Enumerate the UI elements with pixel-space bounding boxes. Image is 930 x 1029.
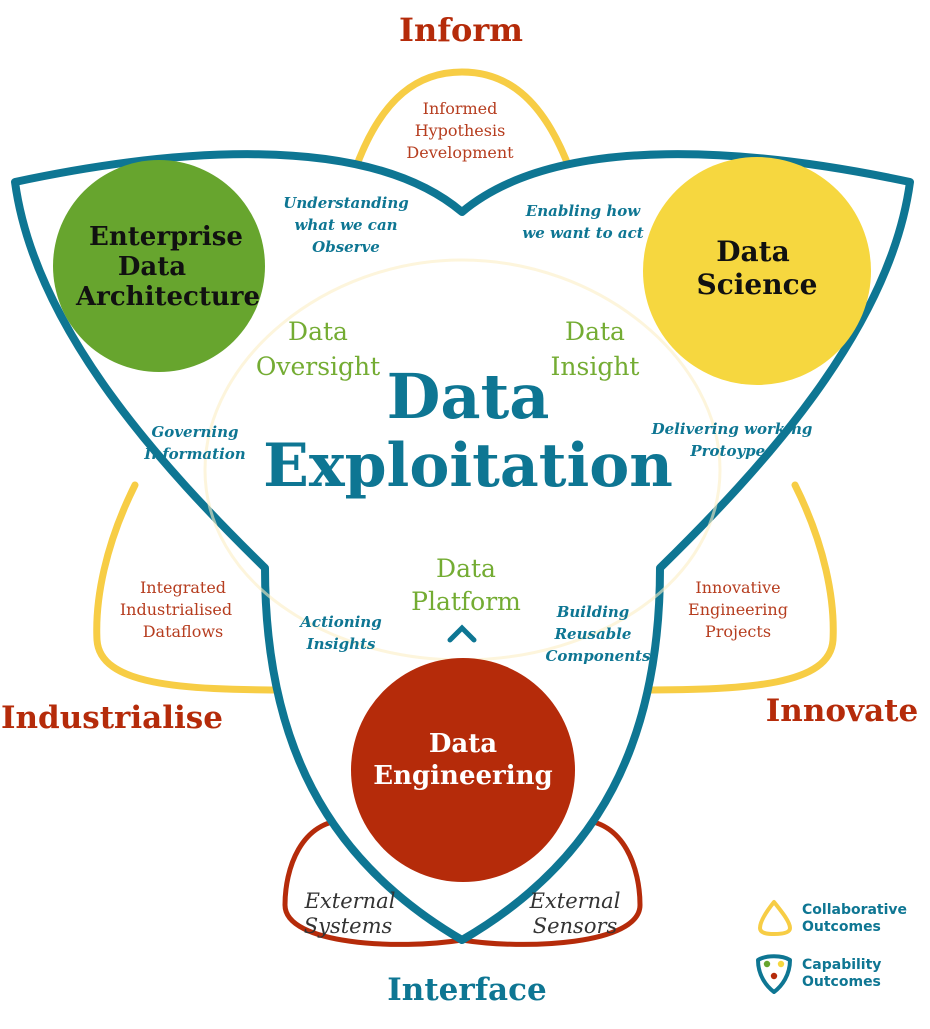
industrialise-lobe	[93, 481, 294, 694]
actioning-line2: Insights	[306, 635, 376, 653]
ds-label: Data Science	[697, 235, 818, 301]
external-systems-line2: Systems	[304, 914, 393, 938]
building-line3: Components	[545, 647, 651, 665]
outcome-labels: Informed Hypothesis Development Integrat…	[120, 99, 788, 641]
legend: Collaborative Outcomes Capability Outcom…	[756, 900, 907, 994]
discipline-labels: Data Oversight Data Insight Data Platfor…	[256, 317, 640, 616]
external-sensors-line1: External	[529, 889, 621, 913]
capability-icon-dot-red	[770, 972, 778, 980]
inform-outcome-line3: Development	[406, 143, 514, 162]
interface-labels: External Systems External Sensors	[304, 889, 621, 938]
capability-icon-dot-yellow	[777, 960, 785, 968]
legend-capability-line1: Capability	[802, 957, 881, 973]
platform-line1: Data	[436, 554, 496, 583]
center-title: Data Exploitation	[263, 360, 673, 501]
oversight-line1: Data	[288, 317, 348, 346]
understanding-line1: Understanding	[283, 194, 409, 212]
inform-heading: Inform	[399, 11, 523, 49]
understanding-line2: what we can	[294, 216, 397, 234]
innovate-outcome-line2: Engineering	[688, 600, 788, 619]
center-title-line1: Data	[387, 360, 550, 433]
external-systems-line1: External	[304, 889, 396, 913]
capability-icon-dot-green	[763, 960, 771, 968]
center-title-line2: Exploitation	[263, 431, 673, 501]
interface-heading: Interface	[387, 972, 546, 1008]
understanding-line3: Observe	[312, 238, 380, 256]
outcome-headings: Inform Industrialise Innovate Interface	[1, 11, 918, 1008]
industrialise-outcome-line2: Industrialised	[120, 600, 232, 619]
de-label-line1: Data	[429, 729, 497, 759]
ds-label-line2: Science	[697, 268, 818, 301]
building-line2: Reusable	[554, 625, 632, 643]
delivering-line2: Protoypes	[689, 442, 774, 460]
insight-line1: Data	[565, 317, 625, 346]
innovate-lobe	[636, 481, 837, 694]
enterprise-data-architecture-circle	[53, 160, 265, 372]
bottom-notch	[447, 624, 477, 643]
insight-line2: Insight	[551, 352, 640, 381]
eda-label: Enterprise Data Architecture	[75, 222, 260, 312]
inform-lobe	[351, 68, 574, 174]
oversight-line2: Oversight	[256, 352, 380, 381]
enabling-line2: we want to act	[522, 224, 643, 242]
legend-collaborative-line1: Collaborative	[802, 902, 907, 918]
actioning-line1: Actioning	[298, 613, 381, 631]
activity-labels: Understanding what we can Observe Enabli…	[143, 194, 812, 665]
delivering-line1: Delivering working	[651, 420, 813, 438]
enabling-line1: Enabling how	[525, 202, 641, 220]
building-line1: Building	[556, 603, 630, 621]
legend-capability-line2: Outcomes	[802, 974, 881, 990]
data-engineering-circle	[351, 658, 575, 882]
industrialise-outcome-line3: Dataflows	[143, 622, 224, 641]
industrialise-outcome-line1: Integrated	[140, 578, 226, 597]
external-sensors-line2: Sensors	[533, 914, 618, 938]
inform-outcome-line1: Informed	[423, 99, 498, 118]
eda-label-line1: Enterprise	[89, 222, 243, 252]
ds-label-line1: Data	[716, 235, 790, 268]
eda-label-line2: Data	[118, 252, 186, 282]
de-label-line2: Engineering	[373, 761, 552, 791]
governing-line2: Information	[143, 445, 245, 463]
collaborative-outcomes-icon	[758, 900, 792, 936]
data-science-circle	[643, 157, 871, 385]
inform-outcome-line2: Hypothesis	[415, 121, 506, 140]
platform-line2: Platform	[411, 587, 521, 616]
innovate-heading: Innovate	[766, 693, 918, 729]
governing-line1: Governing	[152, 423, 239, 441]
legend-collaborative-line2: Outcomes	[802, 919, 881, 935]
industrialise-heading: Industrialise	[1, 700, 223, 736]
innovate-outcome-line1: Innovative	[695, 578, 780, 597]
eda-label-line3: Architecture	[75, 282, 260, 312]
innovate-outcome-line3: Projects	[705, 622, 771, 641]
de-label: Data Engineering	[373, 729, 552, 791]
